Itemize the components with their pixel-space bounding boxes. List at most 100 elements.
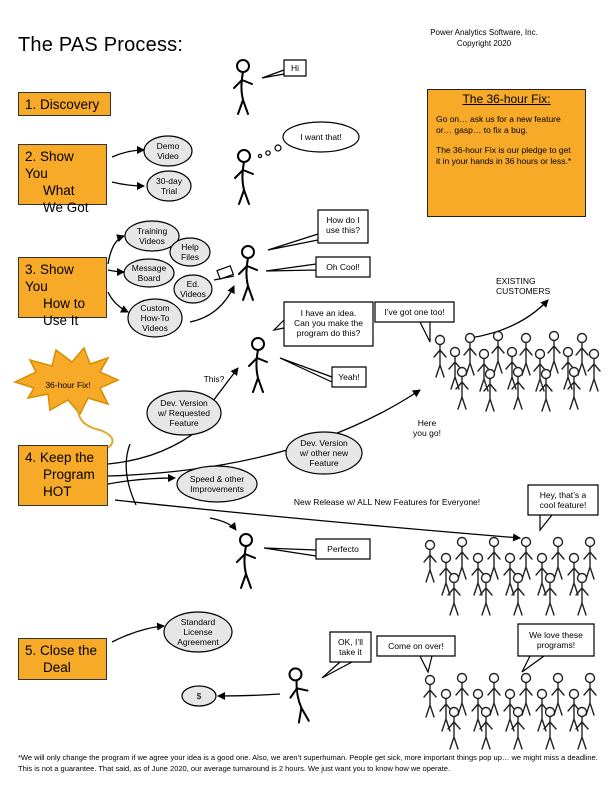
starburst-tail — [76, 404, 114, 449]
figure-discovery — [233, 59, 253, 115]
figure-idea — [248, 337, 268, 393]
ellipse-dev-other — [285, 431, 363, 475]
stage-show-how-line1: 3. Show You — [25, 262, 74, 294]
stage-show-what-line2: What — [43, 183, 75, 198]
arrow-to-user — [189, 285, 235, 323]
stage-discovery-label: 1. Discovery — [25, 97, 100, 112]
company-info: Power Analytics Software, Inc. Copyright… — [384, 27, 584, 49]
ellipse-dollar-label: $ — [196, 691, 202, 701]
arrow-to-training — [107, 234, 125, 265]
bubble-perfecto — [263, 538, 371, 560]
starburst — [12, 346, 120, 416]
stage-keep-hot-line3: HOT — [43, 484, 72, 499]
bubble-come — [376, 635, 456, 674]
ellipse-license — [163, 611, 233, 653]
stage-show-how-line3: Use It — [43, 313, 79, 328]
fix-box-heading: The 36-hour Fix: — [462, 92, 551, 106]
stage-show-how: 3. Show You How to Use It — [18, 257, 107, 328]
bubble-idea — [272, 301, 374, 347]
arrow-to-perfecto-user — [209, 517, 237, 531]
starburst-label: 36-hour Fix! — [45, 380, 91, 390]
ellipse-speed — [176, 465, 258, 503]
bubble-want-text: I want that! — [300, 132, 342, 142]
figure-walking — [284, 665, 314, 725]
laptop-icon — [213, 265, 235, 281]
figure-show-what — [234, 149, 254, 205]
arrow-to-custom — [107, 291, 129, 313]
arrow-to-demo-video — [111, 146, 145, 158]
thought-dot-3 — [257, 153, 263, 159]
new-release-label: New Release w/ ALL New Features for Ever… — [293, 497, 481, 507]
stage-show-how-line2: How to — [43, 296, 86, 311]
crowd-new-release — [423, 536, 597, 616]
arrow-new-release — [114, 499, 521, 542]
stage-keep-hot: 4. Keep the Program HOT — [18, 445, 108, 506]
ellipse-help — [169, 237, 211, 267]
figure-perfecto — [236, 533, 256, 589]
ellipse-custom — [127, 298, 183, 338]
footnote: *We will only change the program if we a… — [18, 753, 598, 773]
ellipse-demo-video — [143, 135, 193, 167]
ellipse-trial — [146, 170, 192, 202]
fix-box-para1: Go on… ask us for a new feature or… gasp… — [436, 114, 561, 135]
bubble-hi — [261, 59, 307, 79]
thought-dot-1 — [274, 144, 282, 152]
ellipse-dev-req — [146, 390, 222, 436]
bubble-yeah-text: Yeah! — [338, 372, 360, 382]
arrow-to-board — [107, 267, 125, 276]
fix-box-para2: The 36-hour Fix is our pledge to get it … — [436, 145, 572, 166]
ellipse-ed-label: Ed.Videos — [180, 279, 206, 299]
arrow-to-license — [111, 622, 165, 643]
arrow-to-speed — [107, 474, 176, 485]
bubble-come-text: Come on over! — [388, 641, 444, 651]
bubble-want — [282, 121, 360, 153]
arrow-to-dev-other — [107, 389, 421, 477]
stage-show-what-line1: 2. Show You — [25, 149, 74, 181]
arrow-to-trial — [111, 181, 145, 190]
ellipse-ed-videos — [173, 274, 213, 304]
bubble-yeah — [279, 357, 367, 388]
crowd-close-deal — [423, 672, 597, 750]
bubble-feature — [527, 484, 599, 532]
bubble-how — [267, 209, 369, 251]
copyright: Copyright 2020 — [456, 39, 512, 48]
ellipse-board — [123, 258, 175, 288]
bubble-too-text: I’ve got one too! — [384, 307, 445, 317]
stage-close-line1: 5. Close the — [25, 643, 98, 658]
bubble-love — [517, 623, 595, 673]
bubble-cool-text: Oh Cool! — [326, 262, 360, 272]
stage-show-what-line3: We Got — [43, 200, 89, 215]
stage-close-line2: Deal — [43, 660, 71, 675]
bubble-hi-text: Hi — [290, 63, 300, 73]
ellipse-dollar — [181, 685, 217, 707]
stage-keep-hot-line1: 4. Keep the — [25, 450, 95, 465]
crowd-existing-customers — [433, 330, 601, 412]
figure-show-how — [238, 245, 258, 301]
bubble-take — [321, 631, 372, 679]
arrow-to-dollar — [217, 691, 281, 700]
arrow-existing — [469, 299, 549, 339]
hot-bracket — [125, 443, 137, 506]
ellipse-training — [124, 220, 180, 252]
page-title: The PAS Process: — [18, 34, 184, 56]
company-name: Power Analytics Software, Inc. — [430, 28, 538, 37]
this-label: This? — [203, 374, 225, 384]
stage-show-what: 2. Show You What We Got — [18, 144, 107, 215]
